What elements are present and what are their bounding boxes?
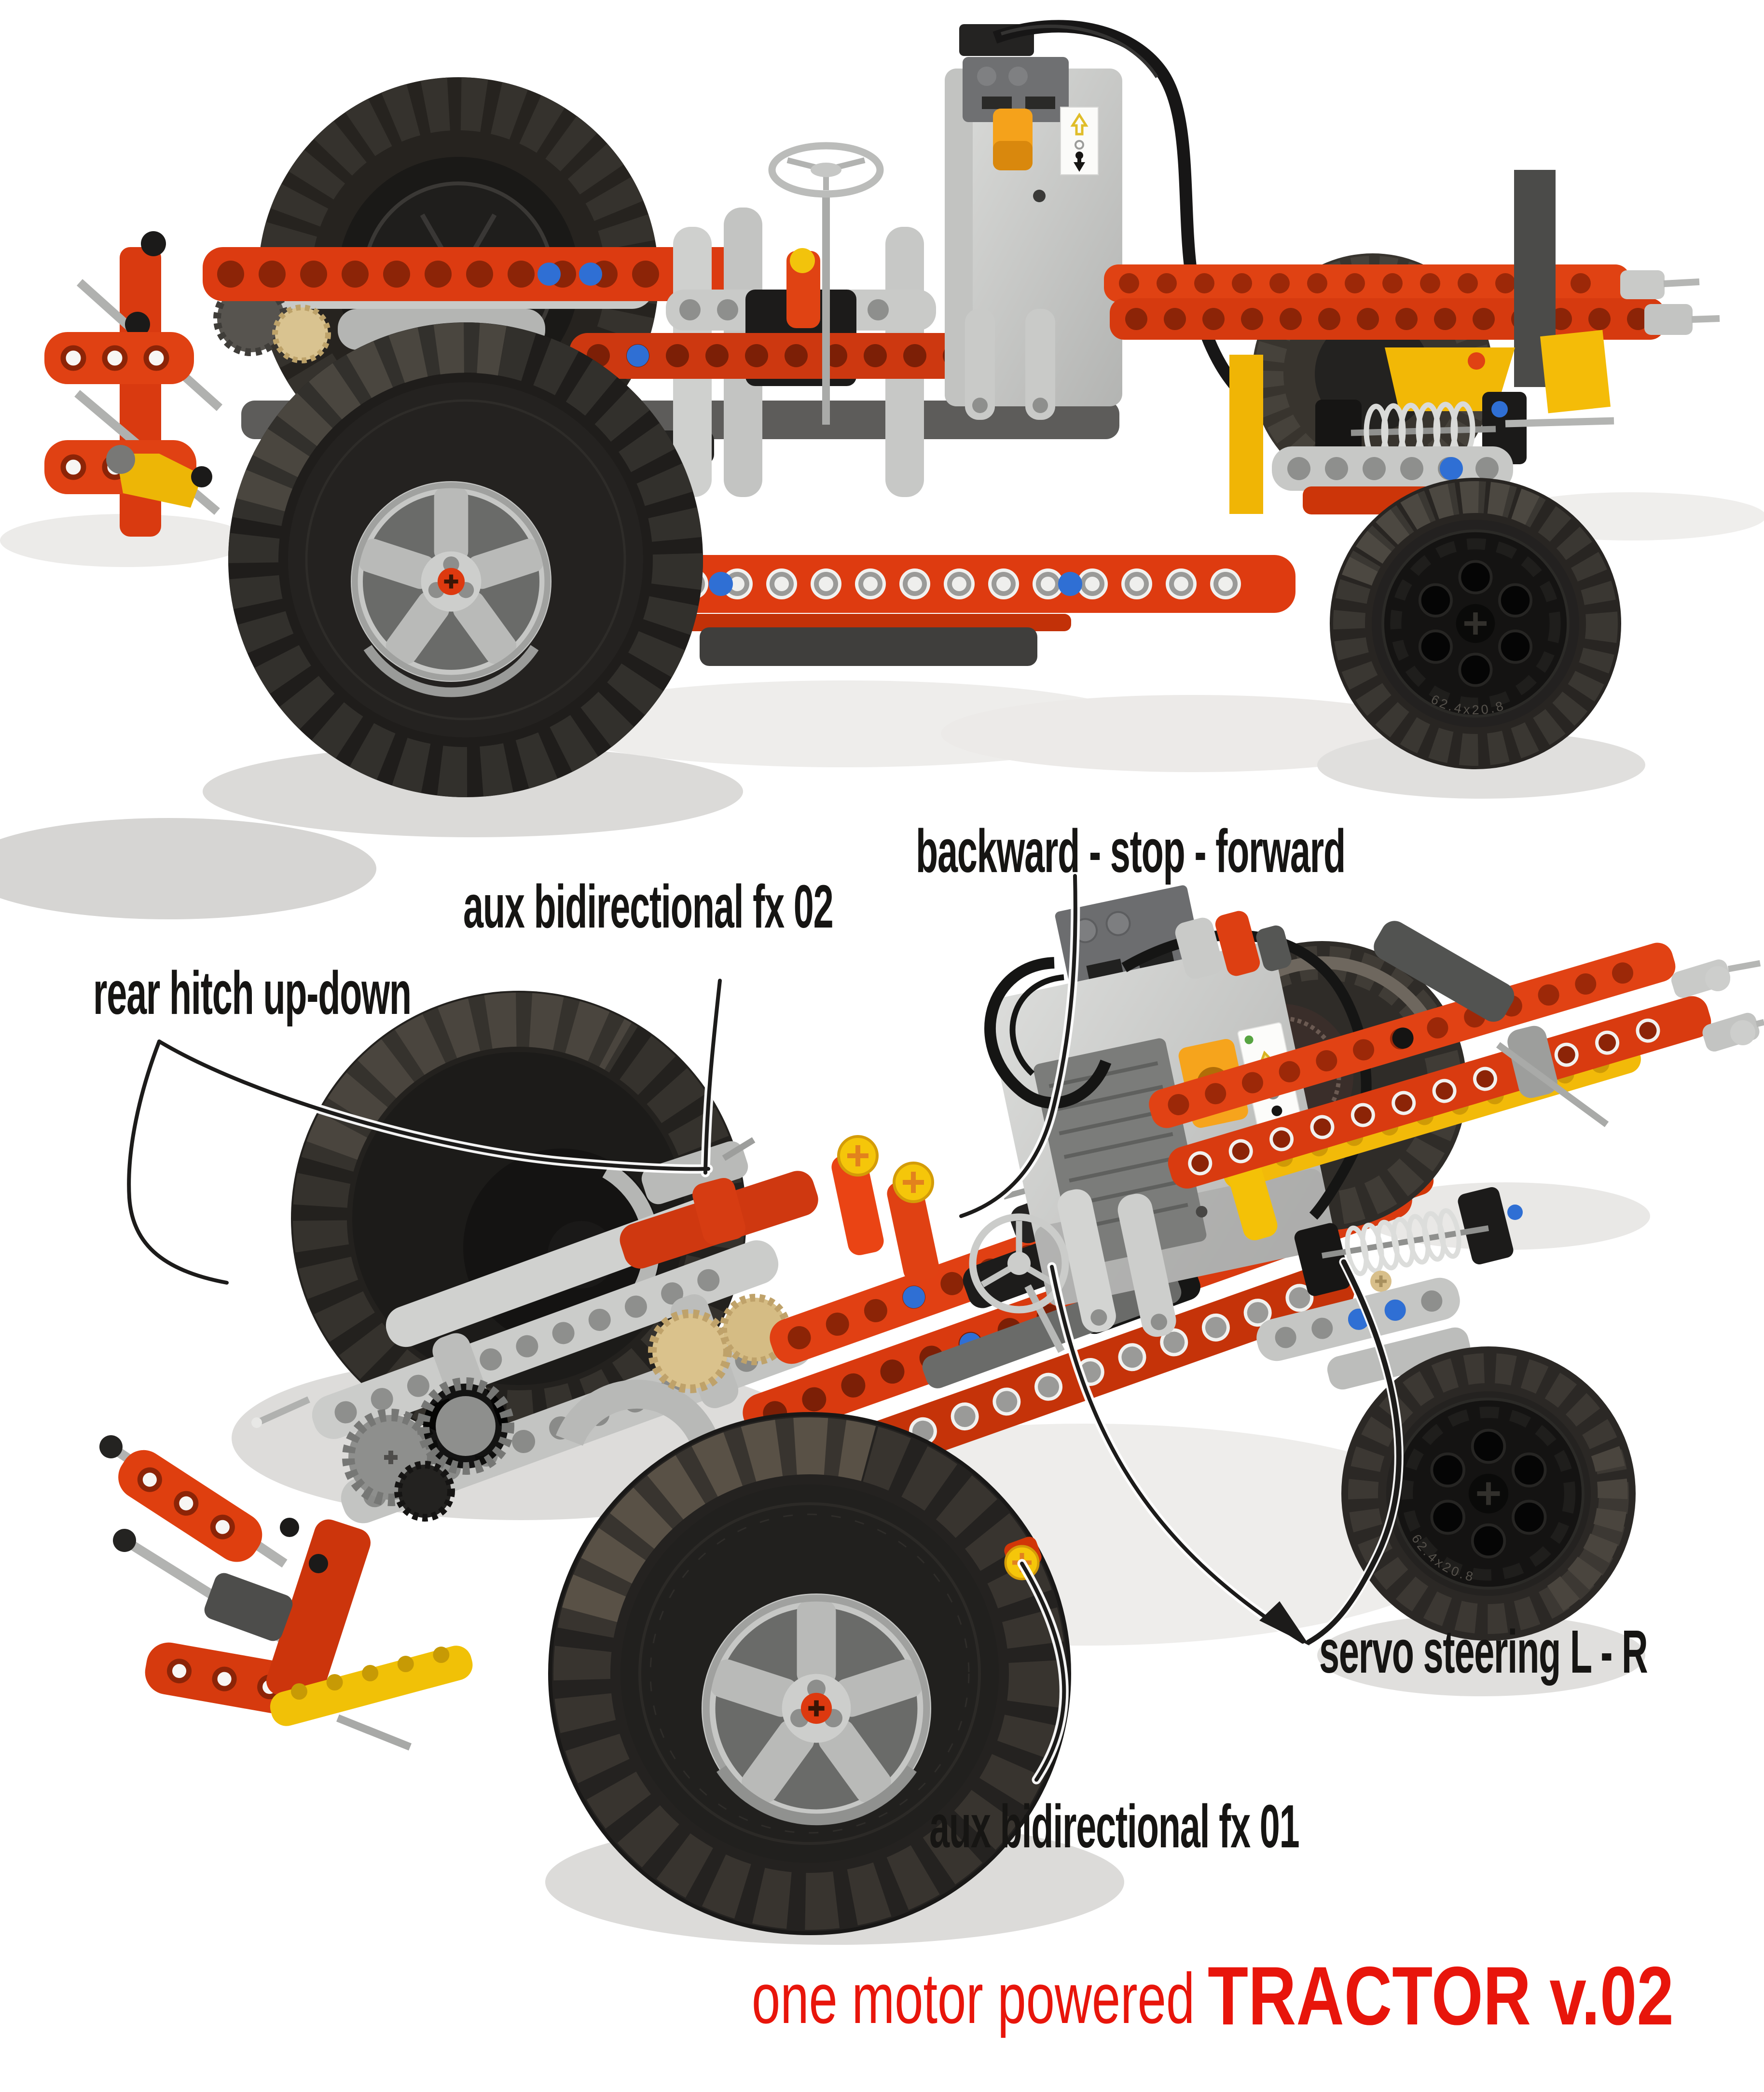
lift-arm-gear-cluster bbox=[251, 1193, 813, 1524]
leader-rear-hitch-a bbox=[127, 1039, 229, 1285]
chassis-red-beam-upper bbox=[203, 247, 755, 301]
leader-servo-b bbox=[1306, 1259, 1402, 1645]
annotation-aux-fx02: aux bidirectional fx 02 bbox=[463, 873, 834, 941]
annotation-aux-fx01: aux bidirectional fx 01 bbox=[929, 1792, 1300, 1860]
front-frame-side bbox=[1104, 170, 1720, 514]
rear-right-wheel bbox=[548, 1412, 1071, 1935]
annotation-backward-stop-forward: backward - stop - forward bbox=[916, 817, 1346, 885]
front-frame-top-view bbox=[1149, 921, 1764, 1241]
servo-arrowhead-icon bbox=[1259, 1601, 1309, 1646]
upper-edge-parts bbox=[1175, 911, 1292, 979]
annotation-servo-steering: servo steering L - R bbox=[1319, 1618, 1648, 1686]
front-wheel-near: 62.4x20.8 bbox=[1330, 478, 1621, 769]
annotation-leaders bbox=[124, 871, 1404, 1785]
rear-wheel-near bbox=[228, 322, 703, 797]
front-wheel-lower: 62.4x20.8 bbox=[1341, 1346, 1636, 1641]
leader-servo-a bbox=[1050, 1265, 1305, 1644]
arrow-up-icon bbox=[1070, 112, 1089, 136]
suspension-spring-top-view bbox=[1256, 1187, 1523, 1390]
photo-top-view: 62.4x20.8 bbox=[0, 818, 1764, 1945]
leader-aux-fx02 bbox=[703, 979, 722, 1175]
steering-wheel-side bbox=[768, 142, 884, 425]
annotation-rear-hitch: rear hitch up-down bbox=[93, 959, 412, 1027]
rear-hitch-side bbox=[44, 231, 223, 537]
steering-wheel-top-view bbox=[969, 1213, 1069, 1353]
leader-rear-hitch-b bbox=[157, 1039, 710, 1171]
switch-sticker bbox=[1060, 107, 1099, 175]
leader-backward-stop-forward bbox=[959, 874, 1077, 1218]
suspension-spring-side bbox=[1315, 392, 1614, 467]
leader-aux-fx01 bbox=[1020, 1562, 1066, 1782]
rear-hitch-top-view bbox=[99, 1435, 473, 1751]
battery-box-side bbox=[945, 57, 1122, 420]
caption-prefix: one motor powered bbox=[752, 1959, 1195, 2038]
caption-title: TRACTOR v.02 bbox=[1208, 1950, 1674, 2042]
arrow-down-icon bbox=[1074, 155, 1085, 172]
photo-side-view: 62.4x20.8 bbox=[0, 20, 1764, 837]
